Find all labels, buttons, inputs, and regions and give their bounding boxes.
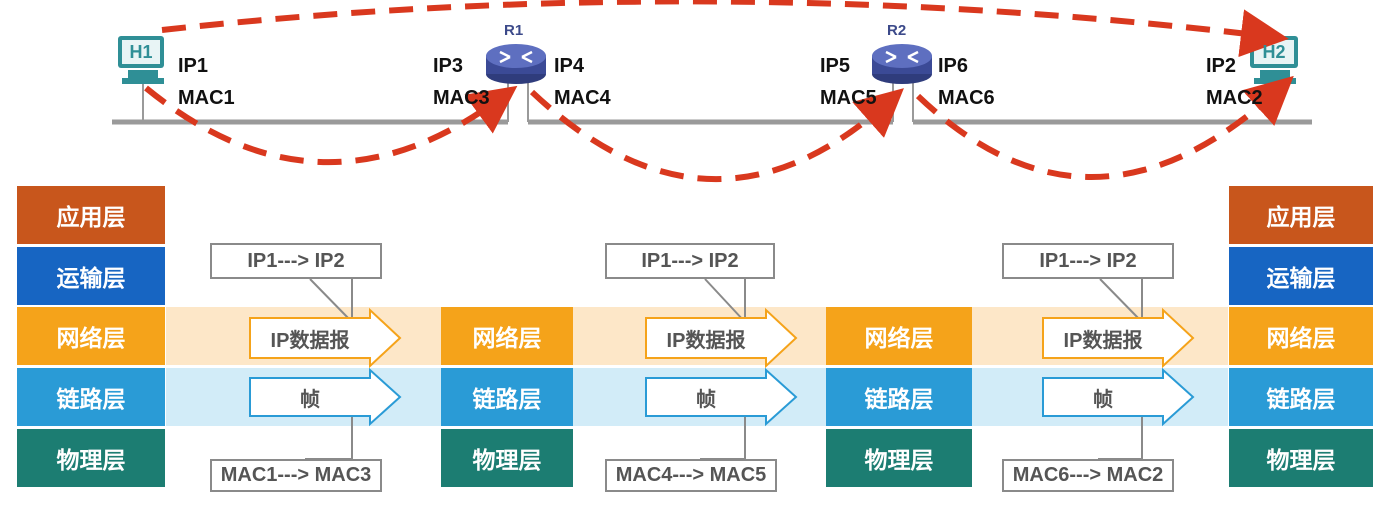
h1-mac-label: MAC1	[178, 87, 235, 109]
frame-arrow-1	[249, 367, 402, 427]
packet-arrow-2	[645, 307, 798, 369]
frame-label-2: 帧	[696, 388, 716, 411]
host-tag-h2: H2	[1262, 41, 1286, 62]
h2-transport-layer: 运输层	[1229, 247, 1373, 305]
hop-arrow-1	[144, 85, 518, 166]
r2-right-ip-label: IP6	[938, 55, 969, 77]
router-icon-r2	[872, 44, 932, 84]
h2-ip-label: IP2	[1206, 55, 1237, 77]
router-icon-r1	[486, 44, 546, 84]
frame-arrow-3	[1042, 367, 1195, 427]
h2-mac-label: MAC2	[1206, 87, 1263, 109]
computer-icon-h1	[118, 36, 164, 84]
hop-arrow-3	[915, 75, 1294, 180]
h2-app-layer: 应用层	[1229, 186, 1373, 244]
h1-ip-label: IP1	[178, 55, 209, 77]
h2-physical-layer: 物理层	[1229, 429, 1373, 487]
h1-app-layer: 应用层	[17, 186, 165, 244]
ip-callout-2: IP1---> IP2	[605, 243, 775, 279]
r1-left-ip-label: IP3	[433, 55, 464, 77]
packet-arrow-3	[1042, 307, 1195, 369]
r2-right-mac-label: MAC6	[938, 87, 995, 109]
r2-left-ip-label: IP5	[820, 55, 851, 77]
r2-physical-layer: 物理层	[826, 429, 972, 487]
r2-network-layer: 网络层	[826, 307, 972, 365]
hop-arrow-2	[529, 88, 904, 183]
frame-label-3: 帧	[1093, 388, 1113, 411]
h2-link-layer: 链路层	[1229, 368, 1373, 426]
packet-label-2: IP数据报	[666, 329, 746, 352]
r1-right-mac-label: MAC4	[554, 87, 611, 109]
r2-left-mac-label: MAC5	[820, 87, 877, 109]
r1-network-layer: 网络层	[441, 307, 573, 365]
ip-callout-3: IP1---> IP2	[1002, 243, 1174, 279]
frame-arrow-2	[645, 367, 798, 427]
packet-label-1: IP数据报	[270, 329, 350, 352]
r2-link-layer: 链路层	[826, 368, 972, 426]
r1-physical-layer: 物理层	[441, 429, 573, 487]
packet-arrow-1	[249, 307, 402, 369]
frame-label-1: 帧	[300, 388, 320, 411]
packet-label-3: IP数据报	[1063, 329, 1143, 352]
r1-right-ip-label: IP4	[554, 55, 585, 77]
h1-network-layer: 网络层	[17, 307, 165, 365]
h1-transport-layer: 运输层	[17, 247, 165, 305]
host-tag-h1: H1	[129, 41, 153, 62]
h2-network-layer: 网络层	[1229, 307, 1373, 365]
r1-link-layer: 链路层	[441, 368, 573, 426]
mac-callout-2: MAC4---> MAC5	[605, 459, 777, 492]
router-tag-r1: R1	[504, 22, 524, 39]
h1-link-layer: 链路层	[17, 368, 165, 426]
mac-callout-3: MAC6---> MAC2	[1002, 459, 1174, 492]
r1-left-mac-label: MAC3	[433, 87, 490, 109]
h1-physical-layer: 物理层	[17, 429, 165, 487]
end-to-end-arrow	[161, 0, 1289, 58]
router-tag-r2: R2	[887, 22, 907, 39]
ip-callout-1: IP1---> IP2	[210, 243, 382, 279]
mac-callout-1: MAC1---> MAC3	[210, 459, 382, 492]
